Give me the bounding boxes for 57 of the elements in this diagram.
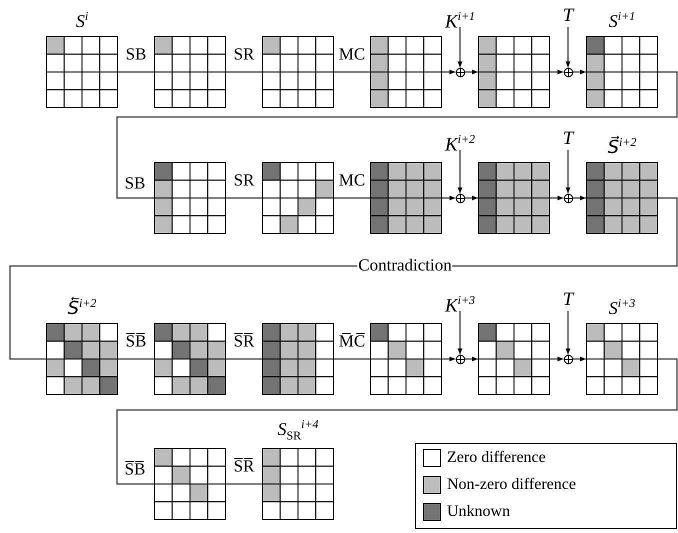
state-label: S⃖$^{i+2}$ [68, 297, 96, 317]
state-grid [478, 36, 550, 108]
state-label: S⃗$^{i+2}$ [608, 136, 636, 156]
input-label: T [546, 5, 590, 27]
state-grid [262, 323, 334, 395]
arrow [550, 196, 564, 200]
state-grid [478, 162, 550, 234]
state-grid [478, 323, 550, 395]
arrow [566, 150, 570, 194]
input-label: T [546, 128, 590, 150]
arrow [566, 310, 570, 355]
connector-line [116, 358, 678, 484]
state-grid [262, 162, 334, 234]
arrow [442, 356, 456, 362]
state-label: S$^{i+1}$ [608, 10, 636, 30]
state-grid [154, 36, 226, 108]
state-label: S$^{i+3}$ [608, 297, 636, 317]
connector-line [226, 358, 262, 360]
connector-line [118, 358, 154, 360]
state-grid [370, 162, 442, 234]
arrow [442, 70, 456, 74]
state-grid [154, 323, 226, 395]
xor-symbol [564, 194, 572, 202]
state-grid [262, 36, 334, 108]
arrow [464, 196, 478, 200]
xor-symbol [456, 354, 464, 364]
arrow [464, 356, 478, 362]
arrow [458, 26, 462, 68]
arrow [566, 26, 570, 68]
xor-symbol [564, 68, 572, 76]
arrow [572, 196, 586, 200]
legend-text: Zero difference [447, 449, 546, 467]
arrow [458, 150, 462, 194]
state-grid [370, 36, 442, 108]
arrow [550, 70, 564, 74]
legend-text: Non-zero difference [447, 476, 576, 494]
input-label: K$^{i+1}$ [438, 5, 482, 27]
legend-text: Unknown [447, 503, 510, 521]
state-grid [154, 448, 226, 520]
connector-line [10, 198, 678, 360]
state-grid [370, 323, 442, 395]
arrow [572, 356, 586, 362]
connector-line [116, 72, 678, 198]
arrow [464, 70, 478, 74]
arrow [442, 196, 456, 200]
input-label: T [546, 289, 590, 311]
arrow [572, 70, 586, 74]
input-label: K$^{i+3}$ [438, 289, 482, 311]
state-grid [154, 162, 226, 234]
xor-symbol [456, 194, 464, 202]
arrow [458, 310, 462, 355]
xor-symbol [456, 68, 464, 76]
xor-symbol [564, 354, 572, 364]
state-label: S$^{i}$ [76, 10, 88, 30]
connector-line [334, 358, 370, 360]
input-label: K$^{i+2}$ [438, 128, 482, 150]
arrow [550, 356, 564, 362]
